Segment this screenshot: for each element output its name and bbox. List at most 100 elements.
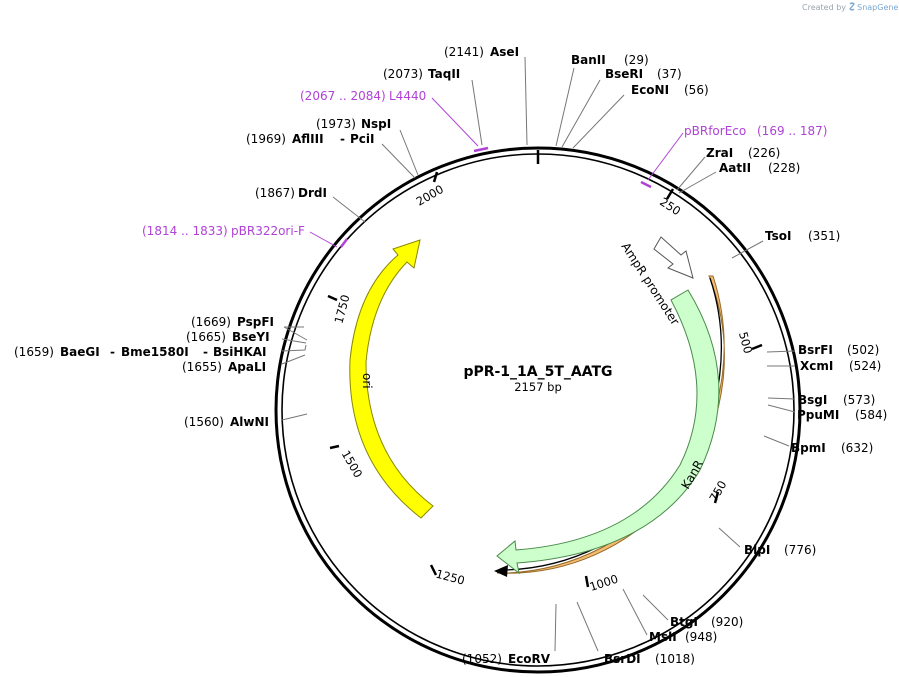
bsihkai-name: BsiHKAI: [213, 345, 267, 359]
pspfi-name: PspFI: [237, 315, 274, 329]
econi-pos: (56): [684, 83, 709, 97]
afliii-pos: (1969): [246, 132, 286, 146]
primer-mark-l4440: [473, 146, 489, 153]
plasmid-name: pPR-1_1A_5T_AATG: [463, 364, 612, 380]
baegi-sep1: -: [110, 345, 115, 359]
enzyme-labels-left: (2141) AseI (2073) TaqII (1973) NspI (19…: [14, 45, 519, 429]
leader-tsoi: [731, 240, 764, 259]
leader-blpi: [718, 527, 741, 548]
primer-leaders: [309, 97, 684, 248]
leader-apali: [281, 354, 306, 365]
bsgi-pos: (573): [843, 393, 875, 407]
leader-bsgi: [767, 397, 796, 400]
leader-baegi: [281, 344, 307, 352]
asei-pos: (2141): [444, 45, 484, 59]
primer-mark-pbrforeco: [640, 180, 652, 189]
bseri-pos: (37): [657, 67, 682, 81]
taqii-name: TaqII: [428, 67, 460, 81]
kanr-orf-arrowhead: [494, 565, 508, 577]
plasmid-size: 2157 bp: [514, 380, 562, 394]
tick-label-1500: 1500: [339, 448, 366, 480]
apali-name: ApaLI: [228, 360, 266, 374]
leader-banii: [555, 67, 575, 147]
nspi-pos: (1973): [316, 117, 356, 131]
tick-marks: [327, 171, 763, 588]
aatii-name: AatII: [719, 161, 751, 175]
tick-1000: [584, 575, 590, 588]
bsrfi-name: BsrFI: [798, 343, 833, 357]
leader-bsrfi: [766, 350, 796, 353]
bme1580i-name: Bme1580I: [121, 345, 189, 359]
leader-pbrforeco: [647, 132, 684, 181]
leader-pspfi: [283, 326, 308, 341]
leader-asei: [524, 56, 528, 146]
leader-beseri: [561, 79, 601, 148]
enzyme-leaders: [281, 56, 796, 652]
tick-1500: [329, 444, 340, 450]
tsoi-pos: (351): [808, 229, 840, 243]
pspfi-pos: (1669): [191, 315, 231, 329]
tick-label-1250: 1250: [434, 567, 466, 588]
leader-bseyi: [281, 338, 307, 344]
tick-500: [751, 343, 763, 351]
leader-btgi: [642, 594, 669, 621]
enzyme-labels-right: BanII (29) BseRI (37) EcoNI (56) ZraI (2…: [462, 53, 887, 666]
ori-label: ori: [360, 373, 374, 389]
snapgene-credit: Created by SnapGene: [802, 2, 898, 12]
snapgene-logo-icon: [848, 2, 855, 11]
leader-bsrdi: [576, 601, 599, 652]
kanr-feature-arrow: [496, 289, 720, 575]
banii-name: BanII: [571, 53, 606, 67]
pbrforeco-name: pBRforEco: [684, 124, 746, 138]
primer-mark-pbr322ori: [340, 238, 348, 248]
tick-250: [665, 188, 675, 200]
afliii-name: AflIII: [292, 132, 324, 146]
tick-label-250: 250: [657, 195, 683, 219]
xcmi-pos: (524): [849, 359, 881, 373]
primer-marks: [340, 146, 652, 248]
btgi-pos: (920): [711, 615, 743, 629]
leader-zrai: [676, 156, 706, 191]
backbone-outer-ring: [274, 146, 802, 674]
l4440-range: (2067 .. 2084): [300, 89, 386, 103]
alwni-name: AlwNI: [230, 415, 269, 429]
zrai-pos: (226): [748, 146, 780, 160]
leader-econi: [572, 94, 625, 149]
blpi-name: BlpI: [744, 543, 770, 557]
ori-feature-arrow: [349, 239, 434, 519]
xcmi-name: XcmI: [800, 359, 833, 373]
credit-brand: SnapGene: [857, 3, 899, 12]
leader-aatii: [678, 171, 717, 194]
nspi-name: NspI: [361, 117, 391, 131]
msli-name: MslI: [649, 630, 677, 644]
tick-1250: [429, 564, 438, 576]
ampr-promoter-arrow: [653, 236, 694, 279]
bsrdi-pos: (1018): [655, 652, 695, 666]
drdi-name: DrdI: [298, 186, 327, 200]
bseri-name: BseRI: [605, 67, 643, 81]
ppumi-pos: (584): [855, 408, 887, 422]
taqii-pos: (2073): [383, 67, 423, 81]
bseyi-pos: (1665): [186, 330, 226, 344]
bpmi-pos: (632): [841, 441, 873, 455]
baegi-sep2: -: [203, 345, 208, 359]
ecorv-name: EcoRV: [508, 652, 551, 666]
tick-2000: [432, 171, 439, 183]
leader-ppumi: [767, 404, 796, 413]
tick-label-500: 500: [736, 330, 755, 355]
leader-alwni: [281, 413, 308, 421]
alwni-pos: (1560): [184, 415, 224, 429]
drdi-pos: (1867): [255, 186, 295, 200]
bsrdi-name: BsrDI: [604, 652, 641, 666]
pbrforeco-range: (169 .. 187): [757, 124, 827, 138]
pbr322ori-range: (1814 .. 1833): [142, 224, 228, 238]
msli-pos: (948): [685, 630, 717, 644]
tsoi-name: TsoI: [765, 229, 791, 243]
econi-name: EcoNI: [631, 83, 669, 97]
leader-l4440: [431, 97, 479, 147]
primer-labels: (2067 .. 2084) L4440 pBRforEco (169 .. 1…: [142, 89, 827, 238]
btgi-name: BtgI: [670, 615, 698, 629]
asei-name: AseI: [490, 45, 519, 59]
pbr322ori-name: pBR322ori-F: [231, 224, 305, 238]
